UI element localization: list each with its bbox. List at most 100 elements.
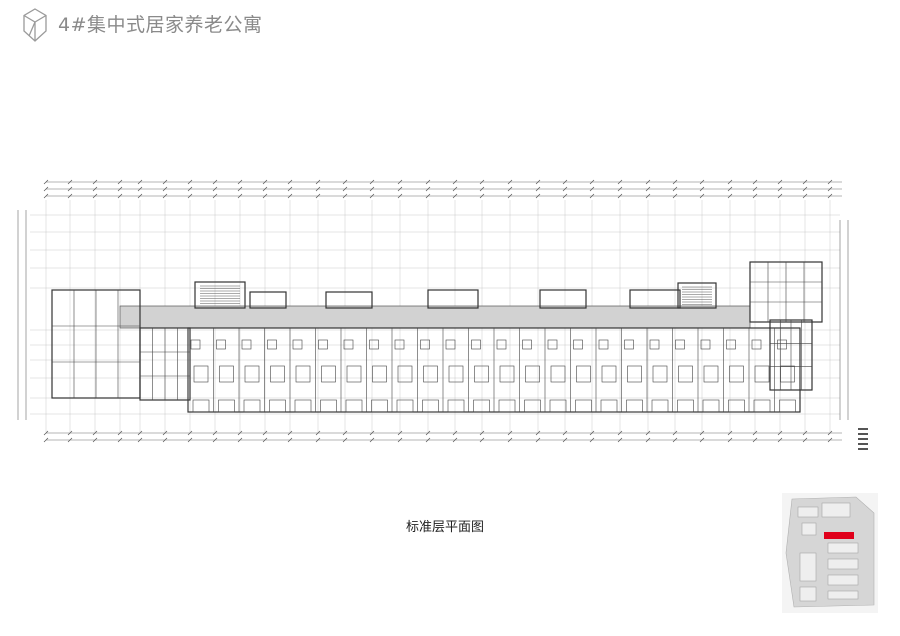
bathroom bbox=[394, 339, 405, 350]
dim-tick bbox=[827, 437, 833, 443]
dim-tick bbox=[752, 193, 758, 199]
balcony bbox=[320, 399, 337, 413]
bathroom bbox=[343, 339, 354, 350]
bathroom bbox=[522, 339, 532, 350]
dim-tick bbox=[262, 437, 268, 443]
dim-tick bbox=[645, 193, 651, 199]
bedroom bbox=[346, 365, 362, 383]
dim-tick bbox=[645, 186, 651, 192]
dim-tick bbox=[452, 186, 458, 192]
bedroom bbox=[474, 365, 489, 383]
dim-tick bbox=[43, 437, 49, 443]
bedroom bbox=[321, 365, 336, 383]
dim-tick bbox=[535, 186, 541, 192]
dim-tick bbox=[727, 186, 733, 192]
bedroom bbox=[652, 365, 668, 383]
bedroom bbox=[499, 365, 515, 383]
dim-tick bbox=[92, 430, 98, 436]
dim-tick bbox=[212, 179, 218, 185]
bathroom bbox=[420, 339, 430, 350]
dim-tick bbox=[43, 193, 49, 199]
bathroom bbox=[726, 339, 736, 350]
dim-tick bbox=[342, 437, 348, 443]
dim-tick bbox=[162, 430, 168, 436]
cube-logo-icon bbox=[23, 8, 47, 42]
dim-tick bbox=[752, 430, 758, 436]
corridor bbox=[119, 305, 751, 329]
dim-tick bbox=[92, 186, 98, 192]
bathroom bbox=[318, 339, 328, 350]
dim-tick bbox=[562, 193, 568, 199]
dim-tick bbox=[802, 179, 808, 185]
dim-tick bbox=[397, 186, 403, 192]
bedroom bbox=[219, 365, 234, 383]
bedroom bbox=[525, 365, 540, 383]
dim-tick bbox=[479, 193, 485, 199]
balcony bbox=[728, 399, 745, 413]
dim-tick bbox=[315, 437, 321, 443]
dim-tick bbox=[369, 430, 375, 436]
dim-tick bbox=[727, 179, 733, 185]
dim-tick bbox=[535, 430, 541, 436]
dim-tick bbox=[452, 430, 458, 436]
dim-tick bbox=[212, 193, 218, 199]
dim-tick bbox=[827, 430, 833, 436]
dim-tick bbox=[187, 430, 193, 436]
dim-tick bbox=[187, 193, 193, 199]
balcony bbox=[677, 399, 694, 413]
bathroom bbox=[292, 339, 303, 350]
dim-tick bbox=[589, 179, 595, 185]
dim-tick bbox=[727, 437, 733, 443]
dim-tick bbox=[67, 430, 73, 436]
dim-tick bbox=[397, 437, 403, 443]
dim-tick bbox=[425, 193, 431, 199]
dim-tick bbox=[237, 437, 243, 443]
dim-tick bbox=[342, 193, 348, 199]
dim-tick bbox=[562, 179, 568, 185]
dim-tick bbox=[802, 430, 808, 436]
balcony bbox=[473, 399, 490, 413]
dim-tick bbox=[117, 179, 123, 185]
bathroom bbox=[777, 339, 787, 350]
building-outline bbox=[51, 261, 823, 413]
dim-tick bbox=[589, 186, 595, 192]
dimension-lines bbox=[17, 181, 849, 441]
bedroom bbox=[372, 365, 387, 383]
balcony bbox=[447, 399, 465, 413]
dim-tick bbox=[315, 193, 321, 199]
dim-tick bbox=[187, 179, 193, 185]
stair-hatching bbox=[200, 285, 712, 305]
dim-tick bbox=[827, 179, 833, 185]
dim-tick bbox=[67, 186, 73, 192]
dim-tick bbox=[617, 437, 623, 443]
dim-tick bbox=[562, 186, 568, 192]
balcony bbox=[626, 399, 643, 413]
bathroom bbox=[624, 339, 634, 350]
dim-tick bbox=[562, 430, 568, 436]
site-key-plan bbox=[782, 493, 878, 613]
bedroom bbox=[270, 365, 285, 383]
bathroom bbox=[471, 339, 481, 350]
dim-tick bbox=[617, 193, 623, 199]
dim-tick bbox=[752, 437, 758, 443]
balcony bbox=[396, 399, 414, 413]
dim-tick bbox=[287, 430, 293, 436]
bathroom bbox=[369, 339, 379, 350]
bedroom bbox=[703, 365, 719, 383]
balcony bbox=[702, 399, 720, 413]
dim-tick bbox=[43, 186, 49, 192]
dim-tick bbox=[137, 437, 143, 443]
dim-tick bbox=[535, 437, 541, 443]
dim-tick bbox=[92, 179, 98, 185]
dim-tick bbox=[425, 437, 431, 443]
dim-tick bbox=[479, 437, 485, 443]
dim-tick bbox=[479, 186, 485, 192]
bedroom bbox=[754, 365, 770, 383]
dim-tick bbox=[507, 430, 513, 436]
dim-tick bbox=[672, 179, 678, 185]
dim-tick bbox=[507, 186, 513, 192]
dim-tick bbox=[212, 437, 218, 443]
dim-tick bbox=[699, 437, 705, 443]
dim-tick bbox=[777, 179, 783, 185]
apartment-units bbox=[52, 262, 822, 413]
